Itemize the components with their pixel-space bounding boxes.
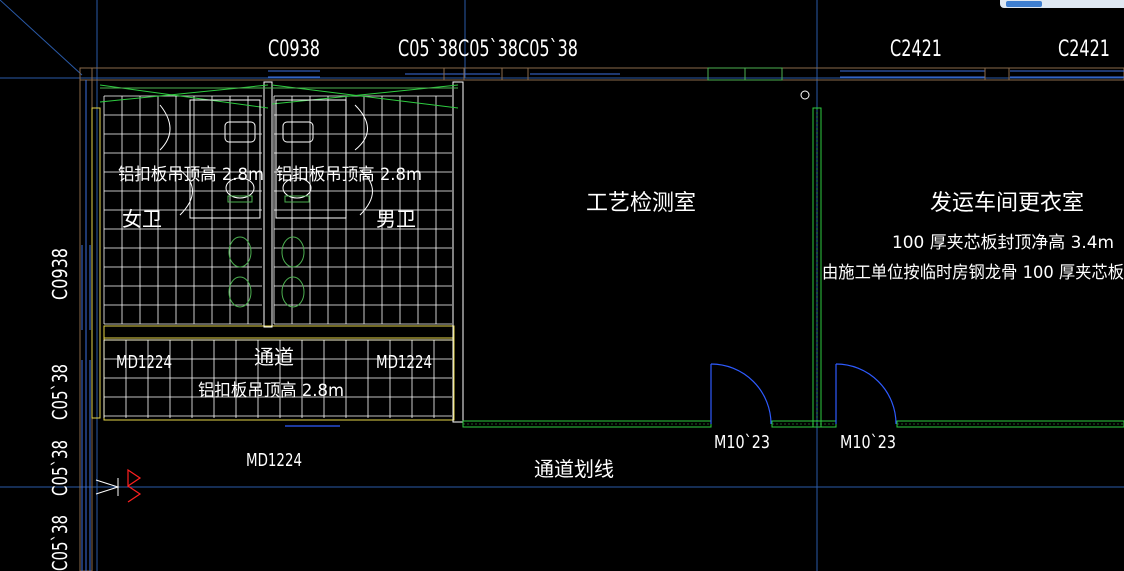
door-label-entrance: MD1224 (246, 450, 302, 471)
urinal-women (228, 236, 252, 308)
partition-hatch (463, 108, 1124, 427)
room-men-wc: 男卫 (376, 207, 416, 231)
bar-handle (1006, 1, 1042, 7)
ceiling-note-women: 铝扣板吊顶高 2.8m (118, 165, 264, 185)
pier-1 (443, 67, 465, 81)
outer-walls (79, 67, 1124, 571)
label-top-c2421-2: C2421 (1058, 37, 1110, 62)
label-top-c0538-2: C05`38 (458, 37, 518, 62)
door-swing-men-b (359, 169, 373, 216)
urinal-men (281, 236, 305, 308)
wc-center-wall (263, 81, 273, 328)
sanitary-fixtures (159, 99, 373, 308)
label-left-c0538-3: C05`38 (48, 515, 72, 571)
pier-2 (501, 67, 529, 81)
section-marker-red (127, 468, 142, 503)
label-top-c0938: C0938 (268, 37, 320, 62)
top-windows (268, 70, 1124, 78)
label-left-c0538-1: C05`38 (48, 364, 72, 420)
room-women-wc: 女卫 (122, 207, 162, 231)
room-locker: 发运车间更衣室 (930, 191, 1084, 216)
door-label-test-room: M10`23 (714, 432, 770, 453)
door-label-locker-room: M10`23 (840, 432, 896, 453)
partition-note-locker: 由施工单位按临时房钢龙骨 100 厚夹芯板 (822, 263, 1124, 283)
toilet-stall-men (275, 99, 347, 219)
room-corridor: 通道 (254, 345, 294, 369)
label-top-c2421-1: C2421 (890, 37, 942, 62)
top-window-bar (1000, 0, 1124, 8)
door-swing-women (159, 104, 171, 151)
room-process-test: 工艺检测室 (586, 191, 696, 216)
ceiling-notes: 铝扣板吊顶高 2.8m 铝扣板吊顶高 2.8m 铝扣板吊顶高 2.8m 100 … (118, 165, 1124, 401)
toilet-men (282, 121, 314, 203)
ceiling-note-locker: 100 厚夹芯板封顶净高 3.4m (892, 233, 1114, 253)
pier-3 (984, 67, 1010, 81)
wc-partitions (263, 81, 464, 423)
label-left-c0538-2: C05`38 (48, 440, 72, 496)
door-swing-men (354, 104, 368, 151)
door-labels: MD1224 MD1224 MD1224 M10`23 M10`23 (116, 352, 896, 471)
toilet-women (224, 121, 256, 203)
doors (285, 363, 897, 427)
markers (95, 90, 810, 503)
door-label-corridor-right: MD1224 (376, 352, 432, 373)
left-window-labels: C0938 C05`38 C05`38 C05`38 (48, 248, 72, 571)
door-locker-room (835, 363, 897, 425)
toilet-stall-women (189, 99, 261, 219)
label-left-c0938: C0938 (48, 248, 72, 300)
ceiling-slopes (99, 84, 459, 109)
wc-right-wall (452, 81, 464, 423)
wc-ceiling-zone (91, 107, 101, 419)
column-marker (800, 90, 810, 100)
ceiling-note-corridor: 铝扣板吊顶高 2.8m (198, 381, 344, 401)
label-top-c0538-1: C05`38 (398, 37, 458, 62)
axis-line-diag (0, 0, 83, 76)
door-test-room (710, 363, 772, 425)
room-aisle-marking: 通道划线 (534, 457, 614, 481)
top-window-labels: C0938 C05`38 C05`38 C05`38 C2421 C2421 (268, 37, 1110, 62)
slope-a (99, 84, 269, 109)
ceiling-note-men: 铝扣板吊顶高 2.8m (276, 165, 422, 185)
room-labels: 女卫 男卫 通道 工艺检测室 发运车间更衣室 通道划线 (122, 191, 1084, 481)
label-top-c0538-3: C05`38 (518, 37, 578, 62)
door-swing-women-b (179, 169, 193, 216)
slope-c (271, 84, 459, 109)
door-label-corridor-left: MD1224 (116, 352, 172, 373)
top-wall-piers (443, 67, 1010, 81)
level-marker (95, 478, 120, 496)
left-windows (81, 245, 91, 571)
